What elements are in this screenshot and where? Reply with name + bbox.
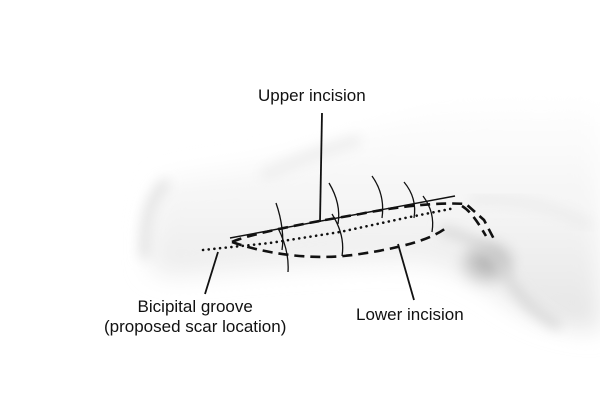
bicipital-groove-text: Bicipital groove (137, 297, 253, 316)
excision-dashed-outline (231, 202, 498, 259)
elbow-contour (139, 134, 362, 259)
underarm-shadow (439, 194, 593, 330)
bicipital-groove-leader (204, 251, 219, 295)
crosshatch-mark (331, 213, 344, 257)
bicipital-groove-label: Bicipital groove (proposed scar location… (104, 297, 286, 337)
lower-incision-label: Lower incision (356, 305, 464, 324)
upper-incision-label: Upper incision (258, 86, 366, 105)
crosshatch-mark (277, 227, 289, 273)
crosshatch-mark (403, 181, 416, 219)
upper-incision-leader (319, 112, 323, 223)
crosshatch-mark (422, 195, 434, 233)
lower-incision-leader (397, 243, 415, 301)
scar-location-text: (proposed scar location) (104, 317, 287, 336)
crosshatch-mark (328, 182, 340, 225)
crosshatch-mark (371, 175, 384, 219)
bicipital-groove-dotted-line (201, 206, 457, 252)
crosshatch-mark (275, 202, 284, 251)
crosshatch-marks (275, 175, 434, 273)
